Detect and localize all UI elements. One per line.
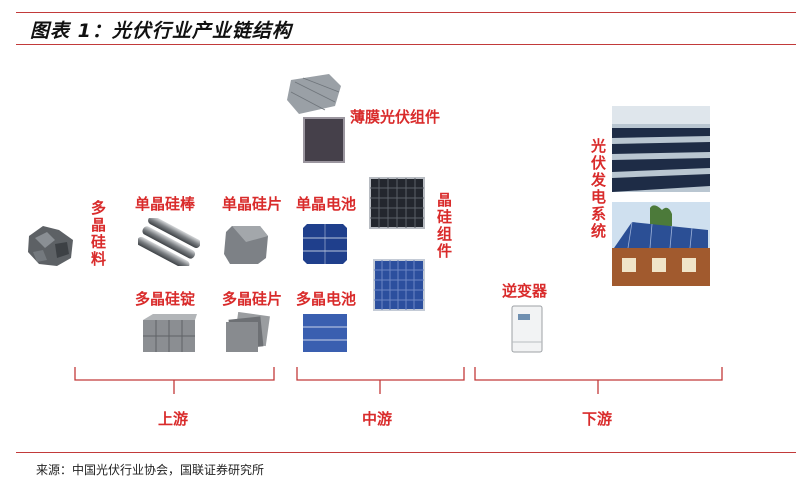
pv-farm-image [612,106,710,192]
label-crystal-module: 晶硅组件 [435,192,453,260]
segment-midstream: 中游 [362,410,393,428]
thin-film-panel-image [303,117,345,163]
label-mono-rod: 单晶硅棒 [135,195,196,213]
multi-ingot-image [143,314,197,352]
label-thin-film: 薄膜光伏组件 [350,108,441,126]
mono-wafer-image [224,226,268,264]
downstream-brace [474,367,723,394]
label-polysilicon: 多晶硅料 [89,200,107,268]
crystal-module-multi-image [373,259,425,311]
pv-rooftop-image [612,202,710,286]
polysilicon-image [28,226,73,266]
multi-cell-image [303,314,347,352]
top-rule [16,12,796,13]
inverter-image [511,305,543,353]
bottom-rule [16,452,796,453]
upstream-brace [74,367,275,394]
label-multi-wafer: 多晶硅片 [222,290,283,308]
thin-film-flexible-image [287,74,341,114]
figure-title: 图表 1：光伏行业产业链结构 [30,20,292,42]
label-mono-wafer: 单晶硅片 [222,195,283,213]
title-rule [16,44,796,45]
multi-wafer-image [226,312,270,352]
segment-downstream: 下游 [582,410,613,428]
label-multi-cell: 多晶电池 [296,290,357,308]
figure-source: 来源：中国光伏行业协会，国联证券研究所 [36,463,265,477]
label-multi-ingot: 多晶硅锭 [135,290,196,308]
label-inverter: 逆变器 [502,282,548,300]
label-mono-cell: 单晶电池 [296,195,357,213]
midstream-brace [296,367,465,394]
mono-cell-image [303,224,347,264]
mono-rod-image [138,218,200,266]
crystal-module-mono-image [369,177,425,229]
label-pv-system: 光伏发电系统 [589,138,607,240]
segment-upstream: 上游 [158,410,189,428]
